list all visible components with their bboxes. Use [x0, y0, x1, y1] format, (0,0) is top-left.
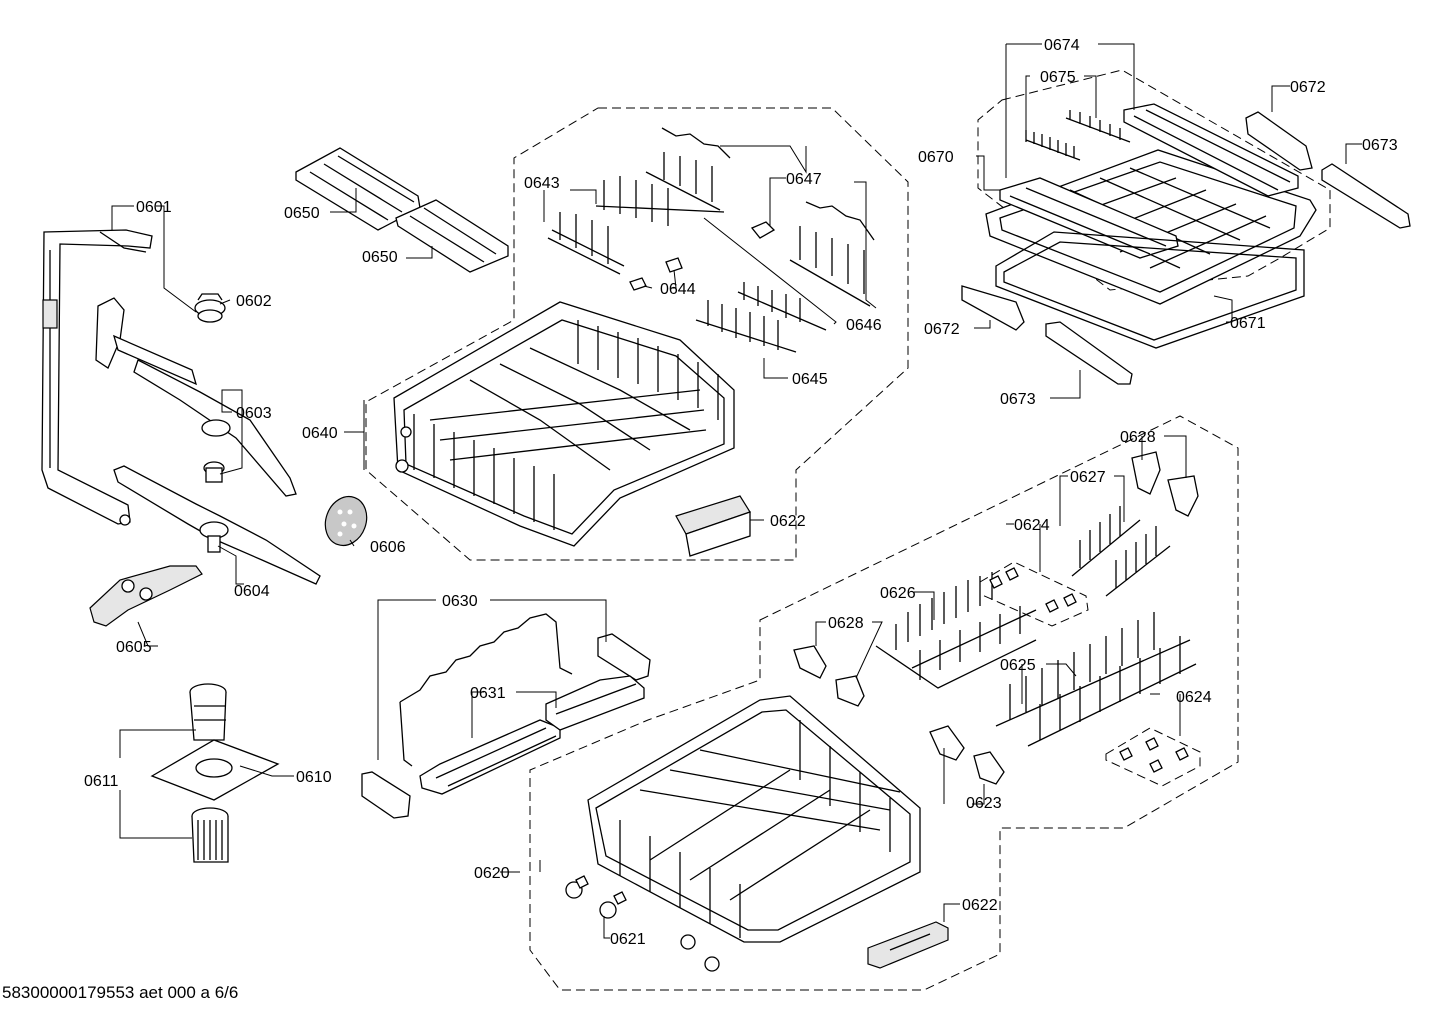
- label-0624-upper: 0624: [1014, 517, 1050, 534]
- part-labels: 0601 0602 0603 0604 0605 0606 0610 0611 …: [84, 37, 1398, 948]
- clips-0628: [793, 451, 1199, 707]
- label-0628-left: 0628: [828, 615, 864, 632]
- label-0647: 0647: [786, 171, 822, 188]
- tine-row-0626: [875, 572, 1037, 689]
- label-0623: 0623: [966, 795, 1002, 812]
- label-0673-upper: 0673: [1362, 137, 1398, 154]
- label-0603: 0603: [236, 405, 272, 422]
- rack-rail-0630: [361, 613, 651, 819]
- tine-row-0627: [1071, 506, 1171, 597]
- label-0644: 0644: [660, 281, 696, 298]
- label-0625: 0625: [1000, 657, 1036, 674]
- cutlery-tray-0650: [295, 147, 509, 273]
- label-0626: 0626: [880, 585, 916, 602]
- upper-spray-arm-assembly-0603: [95, 297, 297, 497]
- label-0650-lower: 0650: [362, 249, 398, 266]
- lower-basket-group-outline: [529, 415, 1239, 991]
- cutlery-insert-0675: [1025, 110, 1131, 161]
- runners-0672: [961, 111, 1313, 331]
- label-0622-lower: 0622: [962, 897, 998, 914]
- label-0604: 0604: [234, 583, 270, 600]
- upper-basket-0640: [393, 301, 735, 547]
- label-0611: 0611: [84, 773, 119, 790]
- lower-basket-0620: [587, 695, 921, 943]
- label-0621: 0621: [610, 931, 646, 948]
- label-0646: 0646: [846, 317, 882, 334]
- wheels-0621: [565, 875, 720, 972]
- supply-pipe-0601: [41, 229, 153, 526]
- label-0640: 0640: [302, 425, 338, 442]
- tine-rows-0643-0647: [547, 127, 875, 353]
- label-0601: 0601: [136, 199, 172, 216]
- rails-0673: [1045, 163, 1411, 385]
- label-0610: 0610: [296, 769, 332, 786]
- leader-lines: [111, 43, 1362, 939]
- label-0622-upper: 0622: [770, 513, 806, 530]
- label-0673-lower: 0673: [1000, 391, 1036, 408]
- label-0606: 0606: [370, 539, 406, 556]
- label-0631: 0631: [470, 685, 506, 702]
- third-rack-frame-0671: [995, 231, 1305, 349]
- label-0645: 0645: [792, 371, 828, 388]
- label-0628-right: 0628: [1120, 429, 1156, 446]
- label-0650-upper: 0650: [284, 205, 320, 222]
- label-0643: 0643: [524, 175, 560, 192]
- coupling-0602: [194, 293, 226, 323]
- filter-disc-0606: [324, 495, 368, 547]
- document-footer-id: 58300000179553 aet 000 a 6/6: [2, 983, 238, 1002]
- upper-basket-group-outline: [365, 107, 909, 561]
- cover-0605: [89, 565, 203, 627]
- handle-0622-lower: [867, 921, 949, 969]
- label-0675: 0675: [1040, 69, 1076, 86]
- tine-row-0625: [995, 612, 1197, 747]
- label-0624-lower: 0624: [1176, 689, 1212, 706]
- label-0627: 0627: [1070, 469, 1106, 486]
- tine-holders-0631: [419, 675, 645, 795]
- filter-system-0610-0611: [150, 683, 280, 863]
- label-0605: 0605: [116, 639, 152, 656]
- label-0602: 0602: [236, 293, 272, 310]
- handle-0622-upper: [675, 495, 751, 557]
- label-0670: 0670: [918, 149, 954, 166]
- lower-spray-arm-0604: [113, 465, 321, 585]
- label-0630: 0630: [442, 593, 478, 610]
- clips-0623: [929, 725, 1005, 785]
- label-0671: 0671: [1230, 315, 1266, 332]
- label-0620: 0620: [474, 865, 510, 882]
- label-0672-upper: 0672: [1290, 79, 1326, 96]
- label-0674: 0674: [1044, 37, 1080, 54]
- label-0672-lower: 0672: [924, 321, 960, 338]
- clip-sets-0624: [979, 561, 1201, 787]
- third-rack-group-outline: [977, 69, 1331, 291]
